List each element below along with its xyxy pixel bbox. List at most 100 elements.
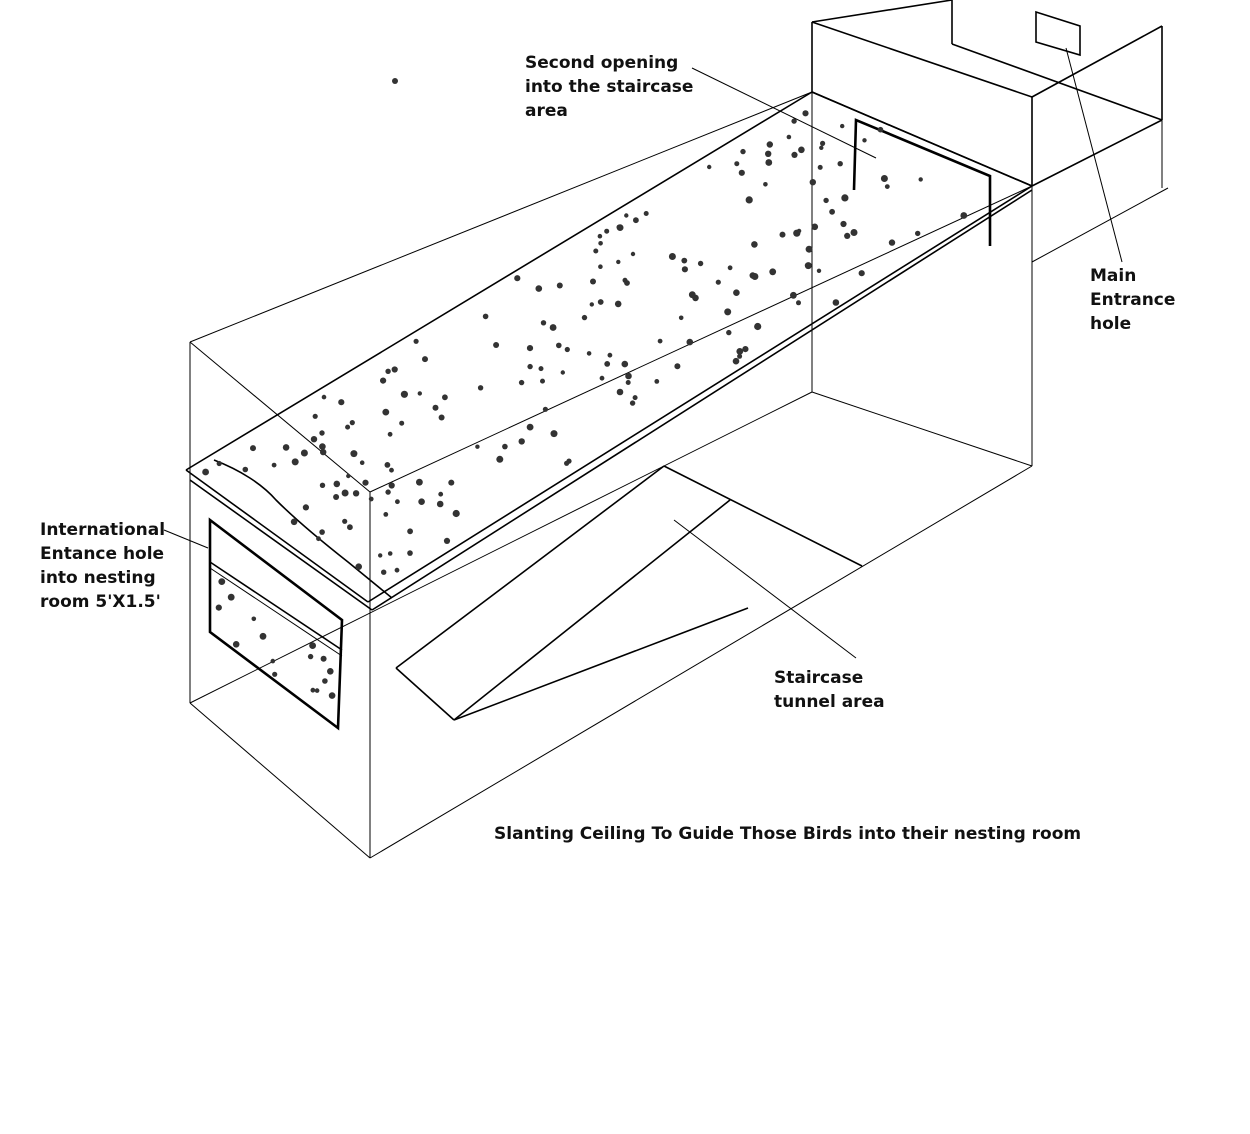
main-box-outline xyxy=(189,91,1033,859)
texture-dot xyxy=(309,642,316,649)
texture-dot xyxy=(727,265,733,271)
texture-dot xyxy=(385,489,391,495)
texture-dot xyxy=(399,420,405,426)
texture-dot xyxy=(526,423,534,431)
texture-dot xyxy=(823,197,829,204)
texture-dot xyxy=(389,467,394,473)
texture-dot xyxy=(707,164,712,170)
texture-dot xyxy=(742,346,749,353)
texture-dot xyxy=(841,194,849,202)
texture-dot xyxy=(624,280,630,286)
texture-dot xyxy=(888,239,896,246)
texture-dot xyxy=(817,164,823,170)
texture-dot xyxy=(726,329,732,336)
texture-dot xyxy=(359,460,365,466)
texture-dot xyxy=(346,473,351,479)
texture-dot xyxy=(342,518,348,524)
texture-dot xyxy=(242,466,249,473)
texture-dot xyxy=(383,512,389,517)
texture-dot xyxy=(518,379,525,386)
texture-dot xyxy=(597,233,603,239)
texture-dot xyxy=(796,228,802,234)
texture-dot xyxy=(549,324,557,331)
texture-dot xyxy=(697,260,704,267)
texture-dot xyxy=(282,444,290,451)
texture-dot xyxy=(798,146,805,154)
texture-dot xyxy=(681,257,688,264)
texture-dot xyxy=(321,394,327,400)
texture-dot xyxy=(368,496,374,502)
texture-dot xyxy=(438,491,444,497)
texture-dot xyxy=(862,138,867,143)
texture-dot xyxy=(915,230,921,237)
texture-dot xyxy=(442,394,448,401)
texture-dot xyxy=(737,353,743,359)
texture-dot xyxy=(540,320,547,326)
texture-dot xyxy=(416,478,423,486)
texture-dot xyxy=(616,388,624,396)
texture-dot xyxy=(754,322,762,331)
texture-dot xyxy=(581,314,588,321)
texture-dot xyxy=(527,363,533,370)
international-entrance-label: International Entance hole into nesting … xyxy=(40,520,171,612)
texture-dot xyxy=(319,430,325,436)
texture-dot xyxy=(391,366,398,373)
texture-dot xyxy=(540,378,545,384)
texture-dot xyxy=(202,468,210,476)
stray-dot xyxy=(392,78,398,84)
texture-dot xyxy=(732,357,740,365)
texture-dot xyxy=(345,424,351,430)
texture-dot xyxy=(320,448,327,456)
texture-dot xyxy=(734,161,740,167)
texture-dot xyxy=(259,632,267,640)
texture-dot xyxy=(338,399,345,406)
texture-dot xyxy=(387,431,393,437)
texture-dot xyxy=(589,302,594,307)
texture-dot xyxy=(779,231,786,238)
staircase-tunnel-label: Staircase tunnel area xyxy=(774,668,885,712)
texture-dot xyxy=(312,413,318,419)
texture-dot xyxy=(819,145,824,150)
texture-dot xyxy=(858,270,865,277)
texture-dot xyxy=(763,182,768,187)
texture-dot xyxy=(413,338,419,344)
texture-dot xyxy=(556,282,563,289)
texture-dot xyxy=(438,414,445,421)
texture-dot xyxy=(832,299,840,306)
texture-dot xyxy=(227,593,235,601)
texture-dot xyxy=(598,241,603,246)
texture-dot xyxy=(598,264,603,270)
texture-dot xyxy=(790,291,797,299)
texture-dot xyxy=(290,518,298,526)
texture-dot xyxy=(840,123,845,129)
diagram-caption: Slanting Ceiling To Guide Those Birds in… xyxy=(494,824,1081,844)
texture-dot xyxy=(432,404,439,411)
texture-dot xyxy=(604,361,611,367)
texture-dot xyxy=(674,363,681,370)
texture-dot xyxy=(884,184,890,190)
texture-dot xyxy=(625,380,631,385)
texture-dot xyxy=(599,375,605,381)
texture-dot xyxy=(840,220,847,228)
texture-dot xyxy=(805,245,813,253)
texture-dot xyxy=(880,175,888,182)
texture-dot xyxy=(560,370,565,375)
texture-dot xyxy=(616,224,622,230)
texture-dot xyxy=(378,553,383,558)
texture-dot xyxy=(310,687,316,693)
texture-dot xyxy=(629,400,636,406)
texture-dot xyxy=(320,655,327,662)
texture-dot xyxy=(633,217,639,224)
texture-dot xyxy=(786,134,792,140)
texture-dot xyxy=(820,140,826,146)
texture-dot xyxy=(621,360,629,368)
texture-dot xyxy=(395,499,400,505)
texture-dot xyxy=(251,616,257,622)
texture-dot xyxy=(362,479,369,486)
texture-dot xyxy=(291,458,299,466)
texture-dot xyxy=(418,498,425,506)
texture-dot xyxy=(319,443,326,450)
texture-dot xyxy=(482,313,489,320)
texture-dot xyxy=(496,455,504,463)
